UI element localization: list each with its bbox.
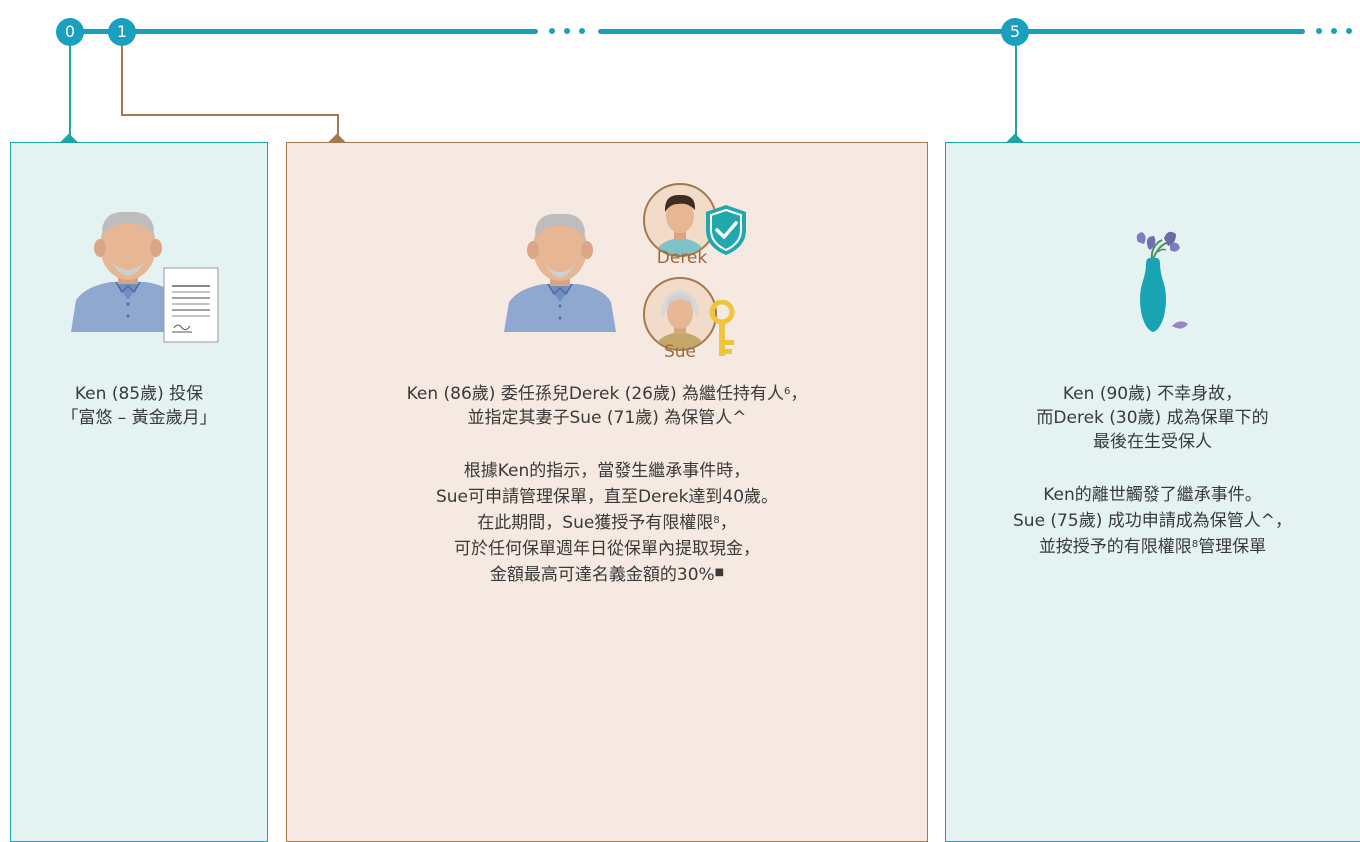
panel-5-detail-line-1: Ken的離世觸發了繼承事件。 bbox=[1043, 485, 1262, 505]
panel-5-line-3: 最後在生受保人 bbox=[1093, 432, 1212, 452]
timeline-segment bbox=[598, 29, 1305, 34]
panel-0-description: Ken (85歲) 投保 「富悠 – 黃金歲月」 bbox=[10, 382, 268, 430]
derek-label: Derek bbox=[656, 248, 708, 268]
derek-avatar bbox=[643, 183, 717, 257]
connector-5 bbox=[1015, 46, 1017, 143]
connector-1-horizontal bbox=[121, 114, 338, 116]
panel-1-line-2: 並指定其妻子Sue (71歲) 為保管人^ bbox=[467, 408, 747, 428]
timeline-node-0: 0 bbox=[56, 18, 84, 46]
panel-1-detail-line-5: 金額最高可達名義金額的30%■ bbox=[489, 565, 725, 585]
connector-0 bbox=[69, 46, 71, 143]
panel-0-line-1: Ken (85歲) 投保 bbox=[74, 384, 204, 404]
panel-1-detail-line-2: Sue可申請管理保單，直至Derek達到40歲。 bbox=[435, 487, 779, 507]
panel-1-line-1: Ken (86歲) 委任孫兒Derek (26歲) 為繼任持有人6， bbox=[406, 384, 808, 404]
footnote-8-panel-5: 8 bbox=[1191, 539, 1199, 550]
key-icon bbox=[709, 300, 735, 356]
grandfather-icon bbox=[504, 213, 616, 332]
panel-5-details: Ken的離世觸發了繼承事件。 Sue (75歲) 成功申請成為保管人^， 並按授… bbox=[945, 482, 1360, 560]
footnote-6: 6 bbox=[784, 386, 791, 397]
timeline-dot bbox=[1346, 28, 1352, 34]
panel-1-detail-line-3: 在此期間，Sue獲授予有限權限8， bbox=[477, 513, 737, 533]
panel-5-line-2: 而Derek (30歲) 成為保單下的 bbox=[1036, 408, 1269, 428]
sue-avatar bbox=[643, 277, 717, 351]
panel-5-detail-line-2: Sue (75歲) 成功申請成為保管人^， bbox=[1013, 511, 1292, 531]
panel-1-detail-line-4: 可於任何保單週年日從保單內提取現金， bbox=[454, 539, 760, 559]
footnote-mark: ■ bbox=[714, 567, 725, 578]
connector-1-drop bbox=[337, 114, 339, 143]
panel-5-detail-line-3: 並按授予的有限權限8管理保單 bbox=[1038, 537, 1267, 557]
panel-5-description: Ken (90歲) 不幸身故， 而Derek (30歲) 成為保單下的 最後在生… bbox=[945, 382, 1360, 454]
connector-1-vertical bbox=[121, 46, 123, 115]
timeline-dot bbox=[1331, 28, 1337, 34]
timeline-segment bbox=[70, 29, 538, 34]
timeline-dot bbox=[564, 28, 570, 34]
panel-1-description: Ken (86歲) 委任孫兒Derek (26歲) 為繼任持有人6， 並指定其妻… bbox=[286, 382, 928, 430]
shield-check-icon bbox=[706, 205, 746, 255]
panel-1-details: 根據Ken的指示，當發生繼承事件時， Sue可申請管理保單，直至Derek達到4… bbox=[286, 458, 928, 588]
panel-1-detail-line-1: 根據Ken的指示，當發生繼承事件時， bbox=[463, 461, 751, 481]
panel-5-line-1: Ken (90歲) 不幸身故， bbox=[1062, 384, 1243, 404]
grandfather-with-document-icon bbox=[71, 211, 219, 343]
panel-step-1 bbox=[286, 142, 928, 842]
panel-0-line-2: 「富悠 – 黃金歲月」 bbox=[61, 408, 217, 428]
wilted-flower-vase-icon bbox=[1136, 231, 1188, 332]
timeline-dot bbox=[579, 28, 585, 34]
sue-label: Sue bbox=[663, 342, 697, 362]
timeline-node-5: 5 bbox=[1001, 18, 1029, 46]
timeline-dot bbox=[1316, 28, 1322, 34]
footnote-8: 8 bbox=[713, 515, 720, 526]
timeline-dot bbox=[549, 28, 555, 34]
timeline-node-1: 1 bbox=[108, 18, 136, 46]
